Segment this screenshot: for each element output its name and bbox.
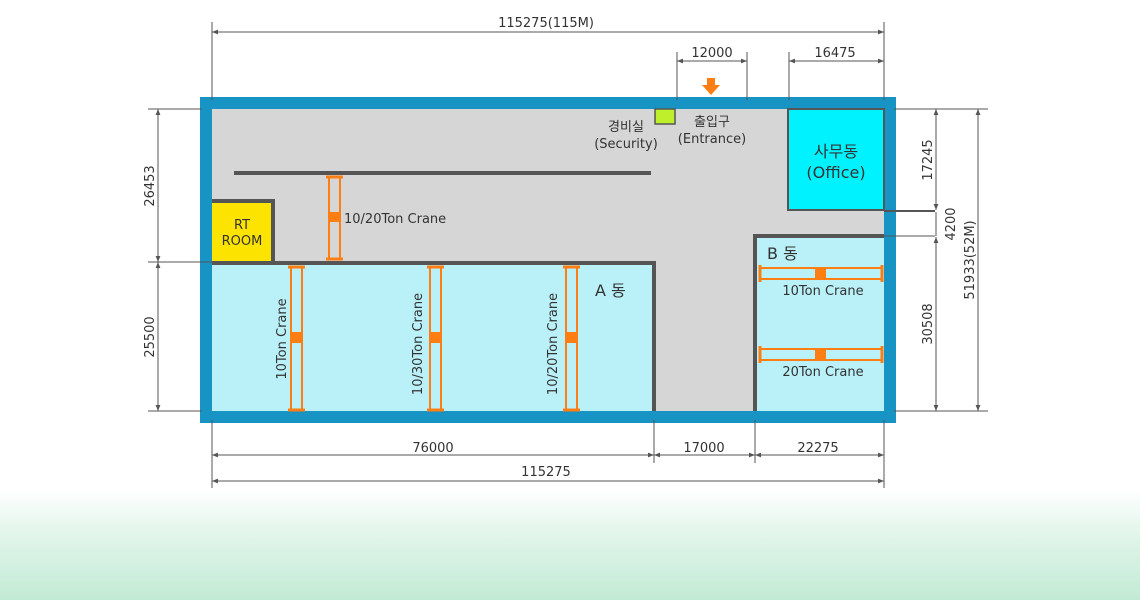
crane-a1 [288,265,305,412]
dim-bottom-mid: 17000 [683,441,724,456]
rt-room-label-1: RT [234,218,250,233]
office-block [787,108,885,211]
b-building-wall [753,234,884,411]
dim-left-upper: 26453 [143,165,158,206]
crane-a2 [427,265,444,412]
office-label: 사무동 [814,142,858,161]
crane-a2-label: 10/30Ton Crane [411,293,426,395]
crane-upper [326,175,343,261]
rt-room [212,201,273,262]
crane-upper-label: 10/20Ton Crane [344,212,446,227]
dim-left-lower: 25500 [143,316,158,357]
dim-top-total: 115275(115M) [498,16,594,31]
dim-entrance: 12000 [691,46,732,61]
security-label: 경비실 [608,120,644,135]
dim-right-office: 17245 [921,139,936,180]
dim-right-gap: 4200 [944,207,959,240]
crane-b1-label: 10Ton Crane [782,284,863,299]
dim-bottom-total: 115275 [521,465,571,480]
dim-bottom-a: 76000 [412,441,453,456]
a-building-label: A 동 [595,281,626,300]
dim-right-b: 30508 [921,303,936,344]
dimension-lines [148,22,988,488]
entrance-arrow-icon [702,78,720,95]
crane-b2 [758,346,884,363]
crane-a3 [563,265,580,412]
security-booth [654,108,676,125]
entrance-label-en: (Entrance) [678,132,746,147]
b-building-label: B 동 [767,244,798,263]
a-building-wall [212,261,656,411]
dim-right-total: 51933(52M) [963,220,978,299]
office-label-en: (Office) [806,163,865,182]
entrance-label: 출입구 [694,115,730,130]
rt-room-wall [212,199,275,262]
crane-a1-label: 10Ton Crane [275,298,290,379]
crane-a3-label: 10/20Ton Crane [546,293,561,395]
rt-room-label-2: ROOM [222,234,263,249]
crane-b1 [758,265,884,282]
dim-office: 16475 [814,46,855,61]
crane-b2-label: 20Ton Crane [782,365,863,380]
security-label-en: (Security) [594,137,658,152]
dim-bottom-b: 22275 [797,441,838,456]
b-building [756,237,884,411]
